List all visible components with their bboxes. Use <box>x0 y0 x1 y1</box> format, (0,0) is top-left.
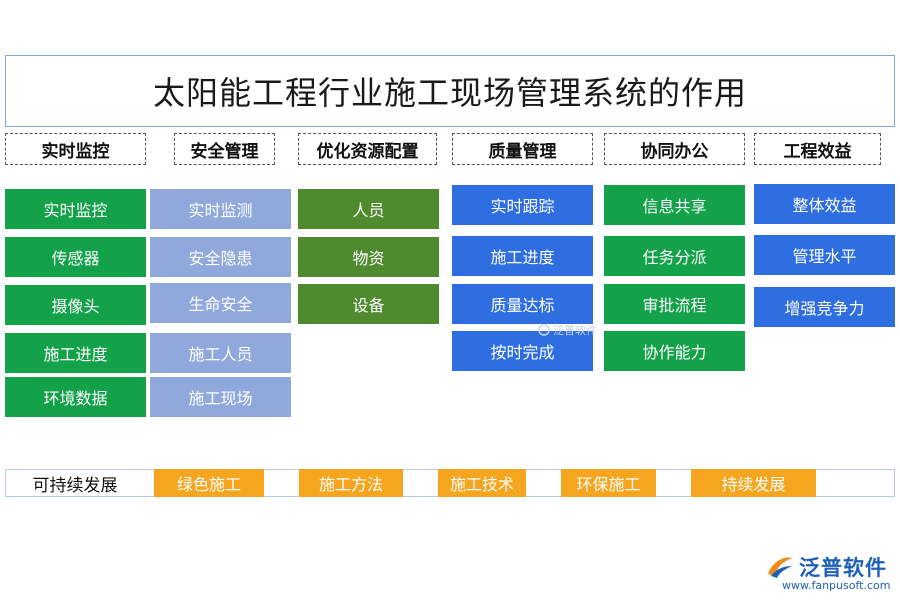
sustainability-item: 持续发展 <box>691 469 816 497</box>
category-quality-management: 质量管理 <box>452 133 593 165</box>
col3-item: 物资 <box>298 237 439 277</box>
brand-logo: 泛普软件 <box>765 552 887 582</box>
category-realtime-monitoring: 实时监控 <box>5 133 146 165</box>
col6-item: 管理水平 <box>754 235 895 275</box>
diagram-title: 太阳能工程行业施工现场管理系统的作用 <box>5 55 895 127</box>
sustainability-item: 施工技术 <box>438 469 526 497</box>
col2-item: 实时监测 <box>150 189 291 229</box>
category-safety-management: 安全管理 <box>174 133 275 165</box>
col4-item: 实时跟踪 <box>452 185 593 225</box>
sustainability-item: 绿色施工 <box>154 469 264 497</box>
col6-item: 增强竞争力 <box>754 287 895 327</box>
col1-item: 传感器 <box>5 237 146 277</box>
sustainability-item: 环保施工 <box>561 469 656 497</box>
sustainability-item: 施工方法 <box>299 469 403 497</box>
category-collaborative-office: 协同办公 <box>604 133 745 165</box>
col2-item: 安全隐患 <box>150 237 291 277</box>
col5-item: 审批流程 <box>604 284 745 324</box>
col5-item: 信息共享 <box>604 185 745 225</box>
col1-item: 摄像头 <box>5 285 146 325</box>
watermark-text: 泛普软件 <box>553 324 597 337</box>
col4-item: 质量达标 <box>452 284 593 324</box>
col4-item: 按时完成 <box>452 331 593 371</box>
col2-item: 施工人员 <box>150 333 291 373</box>
sustainability-label: 可持续发展 <box>32 475 118 496</box>
category-engineering-benefit: 工程效益 <box>754 133 881 165</box>
logo-swoosh-icon <box>768 557 793 578</box>
col1-item: 施工进度 <box>5 333 146 373</box>
logo-url: www.fanpusoft.com <box>782 579 891 592</box>
watermark: 泛普软件 <box>538 322 597 338</box>
col5-item: 协作能力 <box>604 331 745 371</box>
col6-item: 整体效益 <box>754 184 895 224</box>
col3-item: 设备 <box>298 284 439 324</box>
col3-item: 人员 <box>298 189 439 229</box>
col1-item: 实时监控 <box>5 189 146 229</box>
category-resource-allocation: 优化资源配置 <box>298 133 437 165</box>
col5-item: 任务分派 <box>604 236 745 276</box>
col1-item: 环境数据 <box>5 377 146 417</box>
col2-item: 生命安全 <box>150 283 291 323</box>
col4-item: 施工进度 <box>452 236 593 276</box>
logo-name: 泛普软件 <box>799 556 887 580</box>
col2-item: 施工现场 <box>150 377 291 417</box>
watermark-logo-icon <box>538 324 550 336</box>
